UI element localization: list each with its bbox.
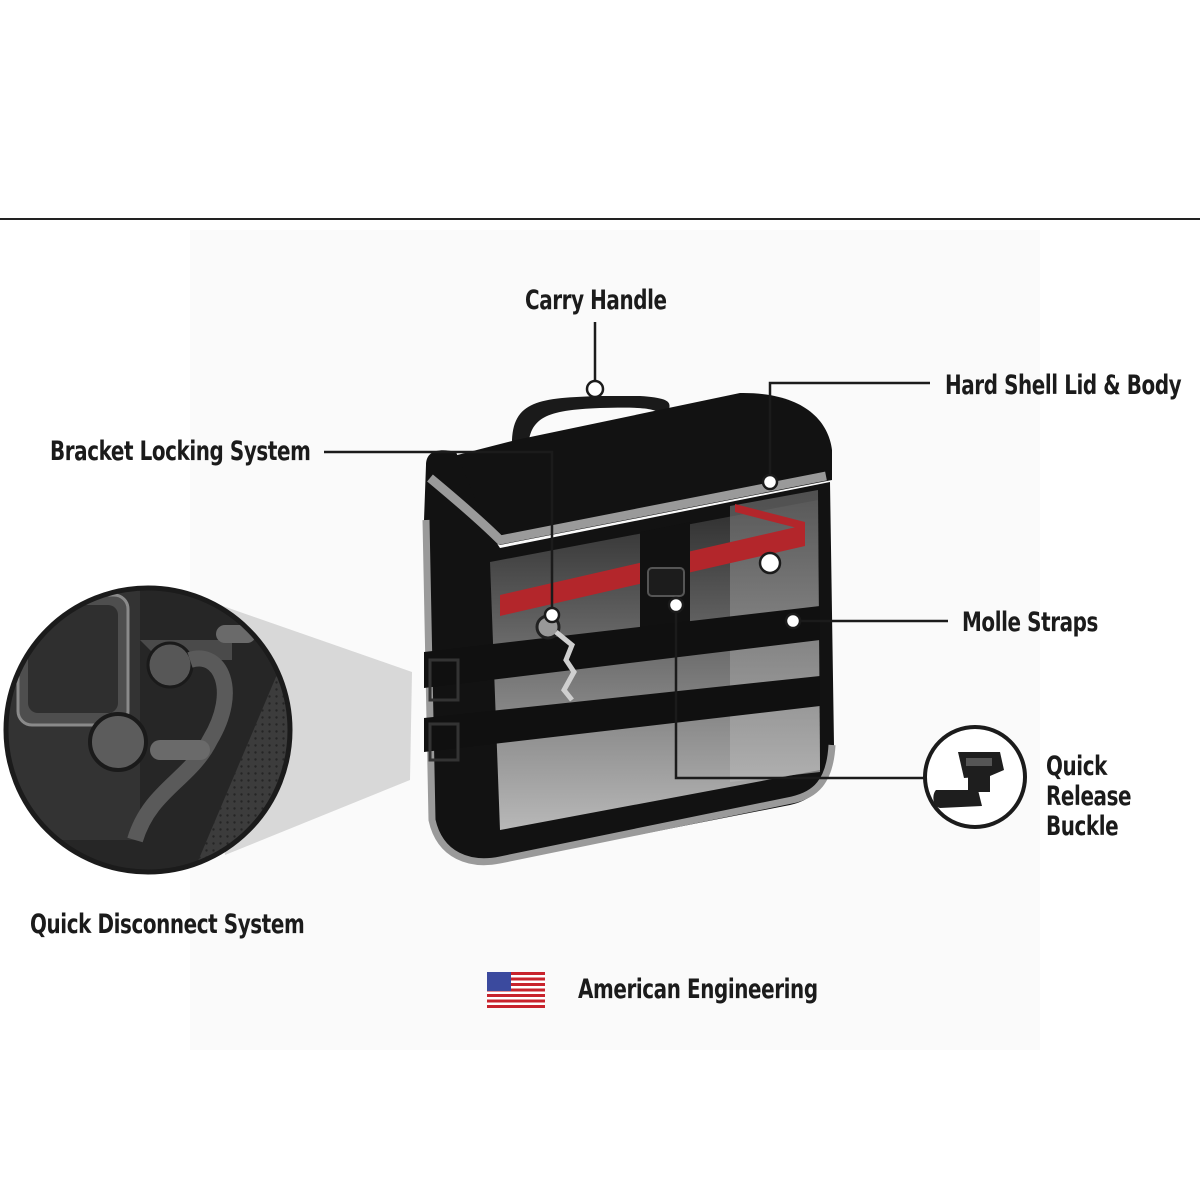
label-hard-shell: Hard Shell Lid & Body xyxy=(945,370,1182,401)
top-divider xyxy=(0,218,1200,220)
lid-trim xyxy=(427,471,827,545)
quick-release-buckle-closeup xyxy=(923,725,1027,829)
bag-lid xyxy=(428,392,832,545)
center-buckle xyxy=(647,567,685,597)
carry-handle xyxy=(512,396,670,448)
bottom-trim xyxy=(422,519,836,866)
footer-american-engineering: American Engineering xyxy=(578,974,818,1005)
label-carry-handle: Carry Handle xyxy=(525,285,667,316)
molle-strap-lower xyxy=(424,676,820,752)
saddlebag-illustration xyxy=(422,392,836,866)
label-molle-straps: Molle Straps xyxy=(962,607,1098,638)
label-quick-release: Quick Release Buckle xyxy=(1046,751,1132,842)
red-frame-top xyxy=(735,504,805,530)
molle-strap-upper xyxy=(424,606,820,688)
label-bracket-locking: Bracket Locking System xyxy=(50,436,311,467)
label-quick-disconnect: Quick Disconnect System xyxy=(30,909,305,940)
callout-lines xyxy=(324,322,948,780)
key xyxy=(554,630,577,702)
us-flag-icon xyxy=(487,972,545,1008)
